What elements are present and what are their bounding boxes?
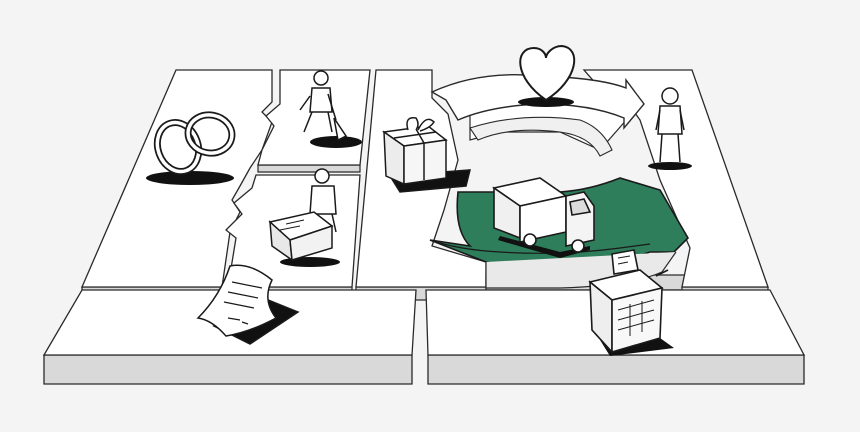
delivery-truck-icon: [492, 177, 595, 258]
invoice-sheet-icon: [196, 264, 300, 345]
heart-icon: [518, 44, 576, 107]
tile-key-activities: [257, 69, 371, 173]
linked-rings-icon: [146, 111, 236, 185]
gift-box-on-cart-icon: [382, 117, 471, 193]
person-digging-icon: [299, 70, 362, 148]
standing-person-icon: [648, 87, 692, 170]
cash-register-icon: [588, 249, 674, 356]
person-at-machine-icon: [268, 168, 340, 267]
